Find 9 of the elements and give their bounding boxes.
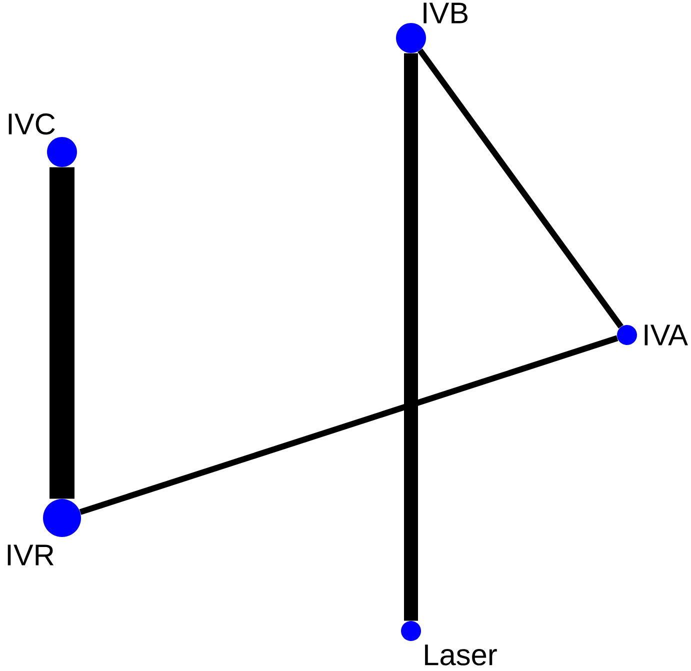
edge-line [404, 53, 418, 621]
edge-line [418, 48, 624, 329]
edge-line [50, 167, 74, 499]
node-label: IVB [424, 2, 468, 24]
node-label: IVR [8, 544, 54, 566]
node-label: IVC [8, 113, 55, 135]
edge-line [79, 335, 618, 515]
node-label: Laser [425, 644, 497, 666]
node-label: IVA [644, 324, 688, 346]
